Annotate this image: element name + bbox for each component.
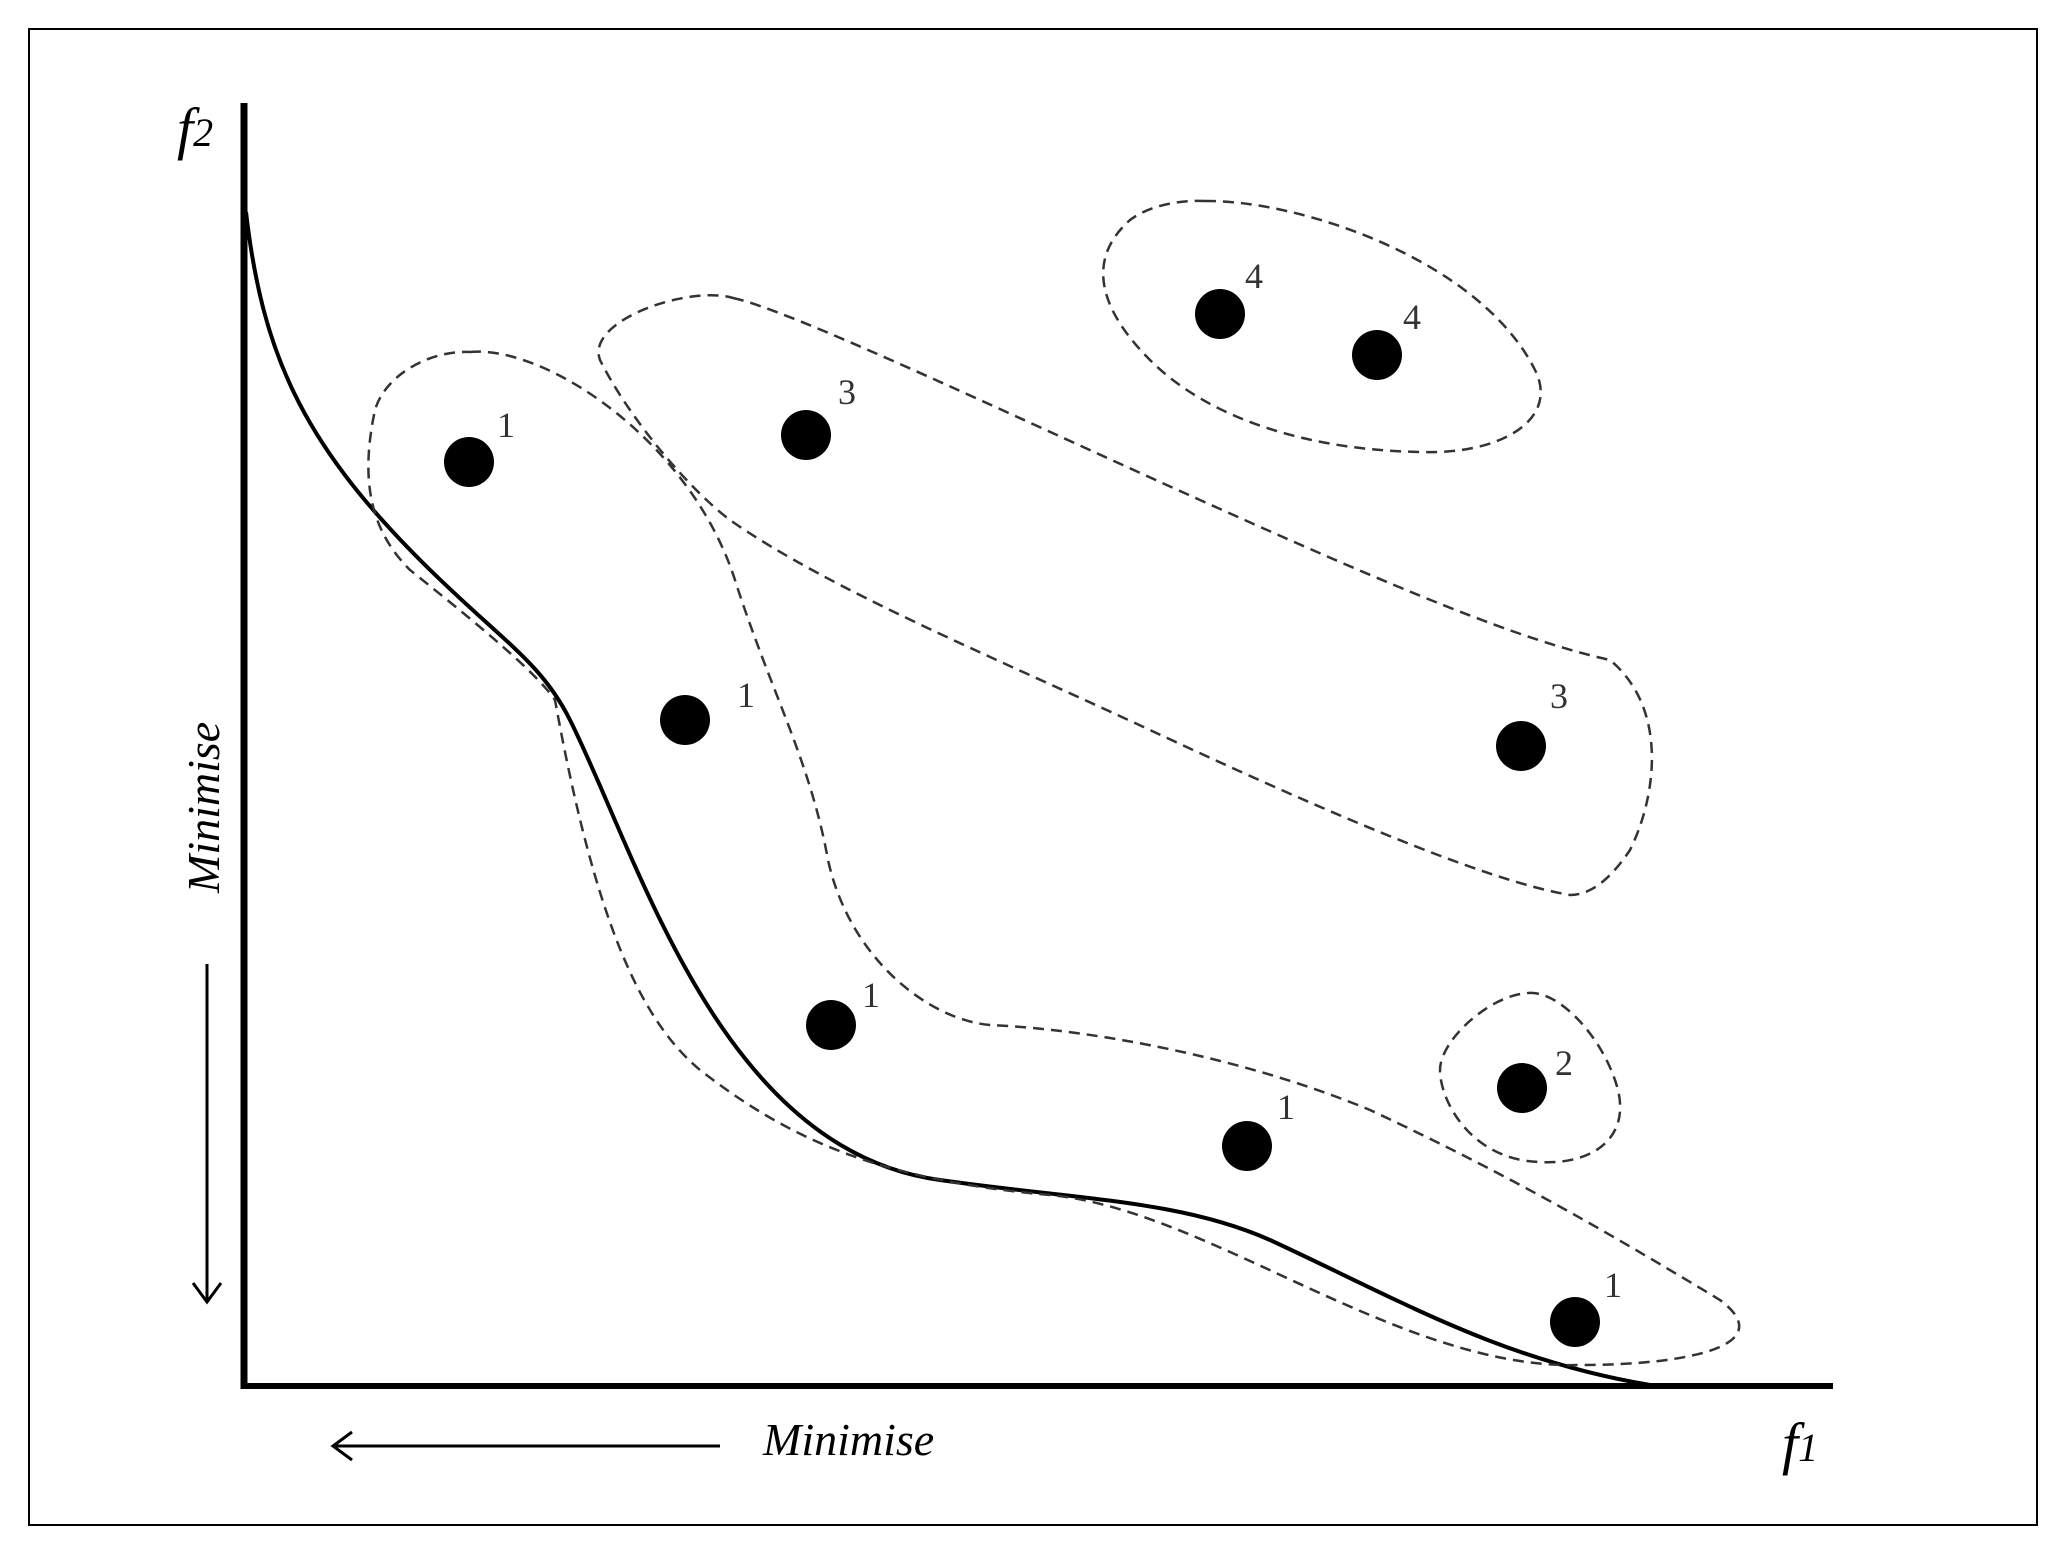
y-axis-label-sub: 2 xyxy=(193,110,213,155)
diagram-frame xyxy=(28,28,2038,1526)
pareto-front-curve xyxy=(244,211,1651,1387)
solution-point: 1 xyxy=(1550,1265,1622,1347)
y-direction-arrow xyxy=(191,964,223,1305)
rank-label: 4 xyxy=(1403,297,1421,337)
solution-point: 1 xyxy=(444,405,515,487)
rank-label: 1 xyxy=(1604,1265,1622,1305)
x-axis-label: f1 xyxy=(1782,1411,1818,1476)
x-direction-label: Minimise xyxy=(762,1414,934,1465)
svg-text:f1: f1 xyxy=(1782,1411,1818,1476)
y-axis-label: f2 xyxy=(177,96,213,161)
rank-3-group-outline xyxy=(597,294,1654,897)
solution-point: 1 xyxy=(806,975,880,1050)
rank-label: 3 xyxy=(838,372,856,412)
rank-label: 1 xyxy=(737,675,755,715)
rank-label: 1 xyxy=(862,975,880,1015)
rank-1-group-outline xyxy=(367,350,1741,1367)
x-direction-arrow xyxy=(330,1430,720,1462)
rank-label: 4 xyxy=(1245,256,1263,296)
solution-point: 4 xyxy=(1195,256,1263,339)
rank-4-group-outline xyxy=(1101,199,1542,454)
solution-point: 3 xyxy=(781,372,856,460)
y-direction-label: Minimise xyxy=(178,722,229,894)
solution-point: 4 xyxy=(1352,297,1421,380)
rank-label: 2 xyxy=(1555,1043,1573,1083)
solution-point: 3 xyxy=(1496,676,1568,771)
solution-point: 2 xyxy=(1497,1043,1573,1113)
solution-point: 1 xyxy=(660,675,755,745)
rank-label: 3 xyxy=(1550,676,1568,716)
x-axis-label-sub: 1 xyxy=(1798,1425,1818,1470)
svg-text:f2: f2 xyxy=(177,96,213,161)
solution-point: 1 xyxy=(1222,1087,1295,1171)
rank-label: 1 xyxy=(497,405,515,445)
rank-label: 1 xyxy=(1277,1087,1295,1127)
